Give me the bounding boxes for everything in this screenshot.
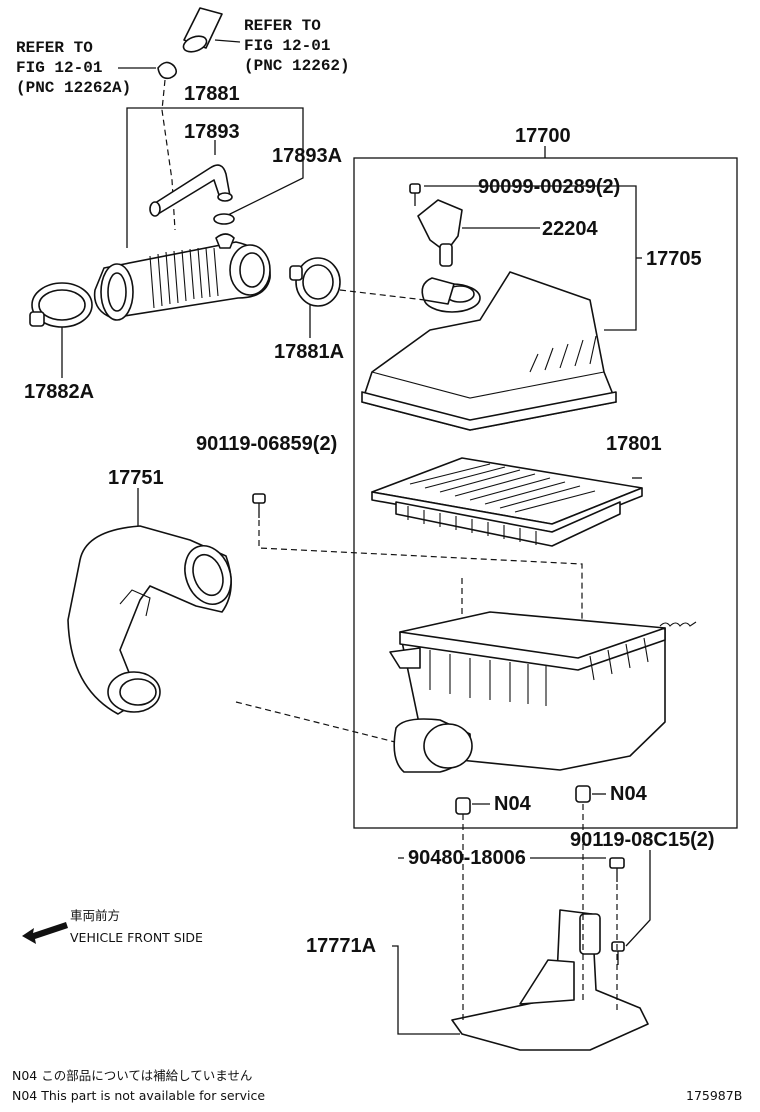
air-cleaner-cap-17705 xyxy=(361,271,617,431)
leader-90119-08C15 xyxy=(625,850,651,947)
part-label-n04-left: N04 xyxy=(494,793,532,815)
ref-right-line3: (PNC 12262) xyxy=(244,57,350,75)
grommet-n04-right xyxy=(575,785,606,803)
ref-clip-left xyxy=(118,61,178,80)
part-label-17751: 17751 xyxy=(108,467,164,489)
grommet-n04-left xyxy=(455,797,490,815)
screw-90099 xyxy=(409,183,421,206)
part-label-17705: 17705 xyxy=(646,248,702,270)
part-label-22204: 22204 xyxy=(542,218,598,240)
air-cleaner-case xyxy=(389,611,697,773)
clamp-17882A xyxy=(29,282,93,378)
ref-right-line1: REFER TO xyxy=(244,17,321,35)
part-label-17801: 17801 xyxy=(606,433,662,455)
footnote-jp: N04 この部品については補給していません xyxy=(12,1068,252,1083)
footnote-en: N04 This part is not available for servi… xyxy=(12,1088,265,1103)
leader-17771A xyxy=(392,857,460,1035)
ref-right-line2: FIG 12-01 xyxy=(244,37,330,55)
bolt-90119-08C15-b xyxy=(611,941,625,965)
part-label-90119-06859: 90119-06859(2) xyxy=(196,433,337,455)
part-label-17893A: 17893A xyxy=(272,145,342,167)
direction-label-en: VEHICLE FRONT SIDE xyxy=(70,930,203,945)
part-label-17700: 17700 xyxy=(515,125,571,147)
part-label-90119-08C15: 90119-08C15(2) xyxy=(570,829,715,851)
ref-hose-right xyxy=(182,7,241,53)
part-label-17881A: 17881A xyxy=(274,341,344,363)
dash-duct-to-case xyxy=(235,701,396,743)
direction-label-jp: 車両前方 xyxy=(70,908,120,923)
part-label-n04-right: N04 xyxy=(610,783,648,805)
figure-id: 175987B xyxy=(686,1088,742,1103)
ref-left-line3: (PNC 12262A) xyxy=(16,79,131,97)
bracket-17771A xyxy=(451,909,649,1051)
part-label-17882A: 17882A xyxy=(24,381,94,403)
filter-element-17801 xyxy=(371,457,643,547)
clip-17893A xyxy=(213,213,235,225)
clamp-17881A xyxy=(289,257,341,338)
part-label-17881: 17881 xyxy=(184,83,240,105)
bolt-90119-06859 xyxy=(252,493,266,518)
bolt-90119-08C15-a xyxy=(609,857,625,882)
ref-left-line2: FIG 12-01 xyxy=(16,59,102,77)
airflow-sensor-22204 xyxy=(417,199,463,267)
leader-17881 xyxy=(126,107,304,248)
part-label-17771A: 17771A xyxy=(306,935,376,957)
part-label-90480: 90480-18006 xyxy=(408,847,526,869)
part-label-90099: 90099-00289(2) xyxy=(478,176,620,198)
ref-left-line1: REFER TO xyxy=(16,39,93,57)
arrow-left-down-icon xyxy=(22,922,68,944)
intake-duct-17751 xyxy=(67,525,232,715)
part-label-17893: 17893 xyxy=(184,121,240,143)
dash-bolt-path xyxy=(258,520,583,620)
dash-bellows-to-cover xyxy=(339,289,426,301)
hose-17893 xyxy=(149,164,233,217)
intake-bellows-17881 xyxy=(93,233,271,321)
